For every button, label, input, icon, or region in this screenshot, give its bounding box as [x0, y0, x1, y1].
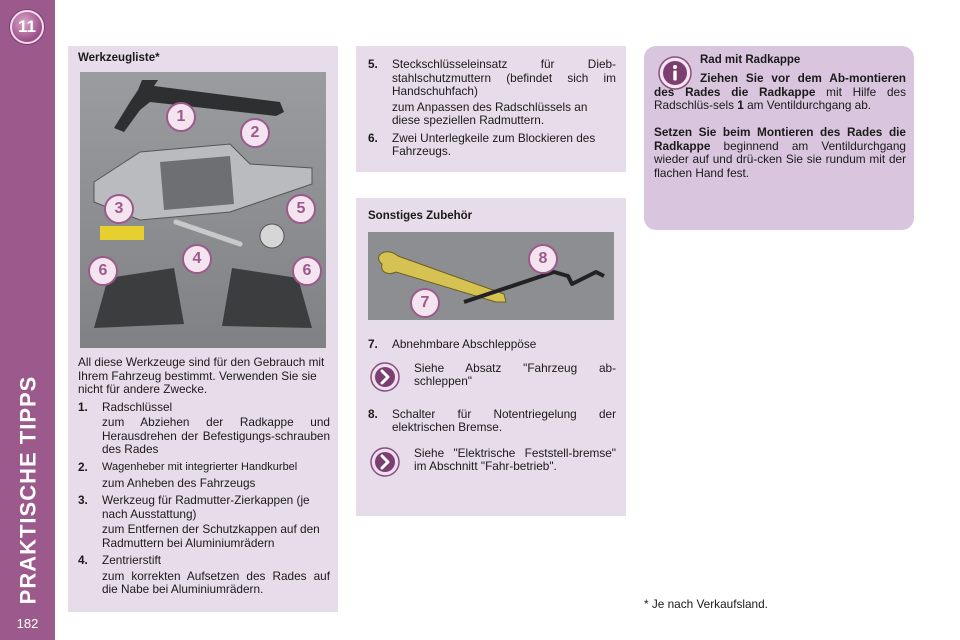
toolkit-panel: Werkzeugliste* 1 2 3 4 5 6 6 All diese W… — [68, 46, 338, 612]
item-text: Schalter für Notentriegelung der elektri… — [392, 406, 616, 435]
list-item: 4. Zentrierstift — [78, 554, 330, 568]
chapter-title-text: PRAKTISCHE TIPPS — [15, 375, 41, 605]
item-number: 1. — [78, 399, 88, 414]
info-p1-end: am Ventildurchgang ab. — [743, 98, 872, 113]
item-number: 3. — [78, 493, 88, 508]
reference-text: Siehe "Elektrische Feststell-bremse" im … — [414, 445, 616, 474]
item-number: 5. — [368, 57, 378, 71]
item-number: 4. — [78, 553, 88, 568]
toolkit-illustration — [93, 80, 313, 328]
chapter-number-badge: 11 — [10, 10, 44, 44]
item-text: Abnehmbare Abschleppöse — [392, 337, 537, 351]
footnote: * Je nach Verkaufsland. — [644, 597, 768, 611]
image-label-6-right: 6 — [292, 256, 322, 286]
list-item: 6. Zwei Unterlegkeile zum Blockieren des… — [368, 130, 616, 159]
reference-callout[interactable]: Siehe Absatz "Fahrzeug ab-schleppen" — [368, 360, 616, 392]
item-description: zum Anpassen des Radschlüssels an diese … — [392, 99, 588, 128]
item-description: zum Entfernen der Schutzkappen auf den R… — [102, 522, 320, 550]
list-item: 8. Schalter für Notentriegelung der elek… — [368, 406, 616, 435]
item-number: 8. — [368, 406, 378, 421]
more-items-panel: 5. Steckschlüsseleinsatz für Dieb-stahls… — [356, 46, 626, 172]
item-text: Steckschlüsseleinsatz für Dieb-stahlschu… — [392, 57, 616, 99]
accessories-illustration — [378, 251, 605, 304]
info-p2-rest: beginnend am Ventildurchgang wieder auf … — [654, 138, 906, 180]
info-icon — [658, 56, 692, 90]
item-text: Zentrierstift — [102, 553, 161, 568]
item-description: zum Abziehen der Radkappe und Herausdreh… — [102, 415, 330, 457]
image-label-3: 3 — [104, 194, 134, 224]
centering-pin-shape — [173, 219, 243, 247]
chock-left-shape — [94, 268, 184, 328]
chapter-sidebar: 11 PRAKTISCHE TIPPS 182 — [0, 0, 55, 640]
arrow-right-icon — [370, 446, 400, 477]
info-p1-num: 1 — [737, 98, 744, 113]
toolkit-image: 1 2 3 4 5 6 6 — [80, 72, 326, 348]
toolkit-title: Werkzeugliste* — [78, 52, 160, 64]
list-item: 7. Abnehmbare Abschleppöse — [368, 337, 616, 352]
accessories-title: Sonstiges Zubehör — [368, 210, 473, 222]
image-label-1: 1 — [166, 102, 196, 132]
item-text: Zwei Unterlegkeile zum Blockieren des Fa… — [392, 130, 596, 159]
chock-right-shape — [222, 268, 312, 328]
list-item: 2. Wagenheber mit integrierter Handkurbe… — [78, 459, 330, 475]
release-handle-shape — [463, 270, 605, 304]
item-text: Wagenheber mit integrierter Handkurbel — [102, 460, 298, 473]
image-label-6-left: 6 — [88, 256, 118, 286]
item-text: Werkzeug für Radmutter-Zierkappen (je na… — [102, 493, 310, 521]
page-number: 182 — [16, 616, 39, 631]
info-paragraph-2: Setzen Sie beim Montieren des Rades die … — [654, 125, 906, 180]
wheel-wrench-shape — [114, 80, 284, 132]
info-title: Rad mit Radkappe — [700, 54, 801, 66]
info-p1-rest: mit Hilfe des Radschlüs-sels — [654, 84, 906, 113]
jack-body-shape — [160, 156, 234, 210]
item-number: 2. — [78, 459, 88, 474]
accessories-text: 7. Abnehmbare Abschleppöse Siehe Absatz … — [368, 334, 616, 477]
chapter-title: PRAKTISCHE TIPPS — [8, 370, 48, 610]
list-item: 3. Werkzeug für Radmutter-Zierkappen (je… — [78, 493, 330, 521]
accessories-panel: Sonstiges Zubehör 8 7 7. Abnehmbare Absc… — [356, 198, 626, 516]
reference-callout[interactable]: Siehe "Elektrische Feststell-bremse" im … — [368, 445, 616, 477]
item-description: zum korrekten Aufsetzen des Rades auf di… — [102, 568, 330, 597]
image-label-5: 5 — [286, 194, 316, 224]
image-label-4: 4 — [182, 244, 212, 274]
towing-eye-shape — [378, 251, 507, 303]
list-item: 5. Steckschlüsseleinsatz für Dieb-stahls… — [368, 57, 616, 99]
item-number: 6. — [368, 130, 378, 145]
image-label-8: 8 — [528, 244, 558, 274]
info-panel: Rad mit Radkappe Ziehen Sie vor dem Ab-m… — [644, 46, 914, 230]
arrow-right-icon — [370, 361, 400, 392]
accessories-image: 8 7 — [368, 232, 614, 320]
toolkit-intro: All diese Werkzeuge sind für den Gebrauc… — [78, 355, 325, 397]
image-label-2: 2 — [240, 118, 270, 148]
reference-text: Siehe Absatz "Fahrzeug ab-schleppen" — [414, 360, 616, 389]
image-label-7: 7 — [410, 288, 440, 318]
info-paragraph-1: Ziehen Sie vor dem Ab-montieren des Rade… — [654, 71, 906, 113]
socket-shape — [259, 223, 285, 249]
info-p1-bold: Ziehen Sie vor dem Ab-montieren des Rade… — [654, 71, 906, 99]
info-p2-bold: Setzen Sie beim Montieren des Rades die … — [654, 125, 906, 153]
item-description: zum Anheben des Fahrzeugs — [102, 475, 256, 490]
toolkit-text: All diese Werkzeuge sind für den Gebrauc… — [78, 355, 330, 597]
list-item: 1. Radschlüssel — [78, 399, 330, 415]
item-number: 7. — [368, 337, 378, 351]
item-text: Radschlüssel — [102, 399, 173, 414]
cap-tool-shape — [100, 226, 144, 240]
